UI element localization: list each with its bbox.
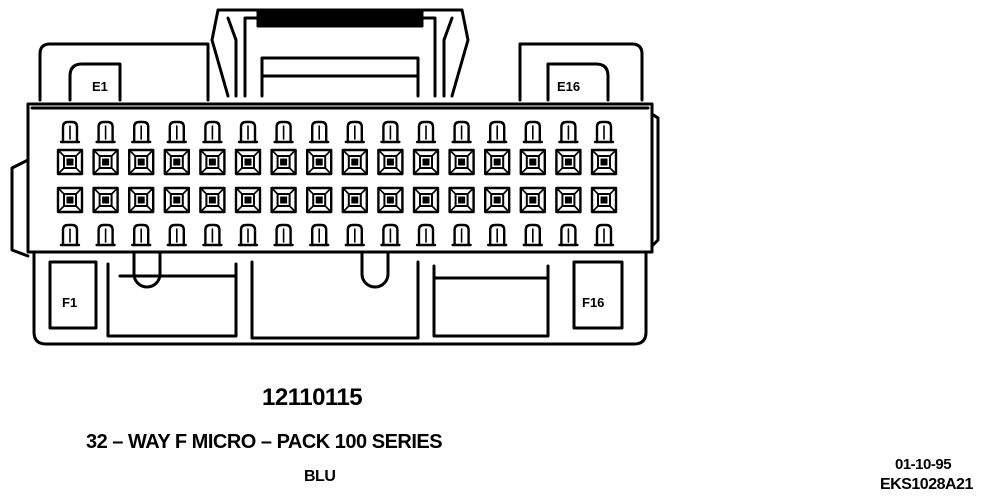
bottom-section: [32, 250, 648, 346]
f-row-cavity: [92, 186, 119, 214]
drawing-code: EKS1028A21: [880, 476, 973, 493]
f-row-slot: [451, 223, 472, 247]
f-row-cavity: [56, 186, 84, 214]
f-row-cavity: [377, 186, 404, 214]
e-row-cavity: [56, 148, 84, 176]
e-row-slot: [487, 120, 508, 144]
f-row-slot: [202, 223, 223, 247]
top-latch: [210, 8, 470, 98]
f-row-cavity: [306, 186, 333, 214]
f-row-cavity: [127, 186, 155, 214]
top-ears: [38, 42, 644, 102]
cavity-label-e1: E1: [92, 79, 108, 94]
f-row-cavity: [555, 186, 582, 214]
f-row-cavity: [590, 186, 618, 214]
cavity-label-e16: E16: [557, 79, 580, 94]
e-row-cavity: [377, 148, 404, 176]
f-row-cavity: [412, 186, 440, 214]
f-row-slot: [237, 223, 259, 247]
f-row-slot: [522, 223, 543, 247]
cavity-label-f1: F1: [62, 295, 77, 310]
e-row-cavity: [484, 148, 511, 176]
e-row-slot: [522, 120, 543, 144]
e-row-cavity: [590, 148, 618, 176]
f-row-slot: [95, 223, 116, 247]
e-row-cavity: [199, 148, 226, 176]
f-row-slot: [415, 223, 437, 247]
f-row-slot: [130, 223, 152, 247]
e-row-slot: [451, 120, 472, 144]
part-number: 12110115: [262, 384, 363, 411]
f-row-slot: [487, 223, 508, 247]
f-row-slot: [593, 223, 615, 247]
e-row-cavity: [163, 148, 191, 176]
e-row-slot: [95, 120, 116, 144]
f-row-slot: [344, 223, 365, 247]
f-row-cavity: [448, 186, 475, 214]
e-row-cavity: [270, 148, 297, 176]
e-row-slot: [273, 120, 294, 144]
e-row-cavity: [519, 148, 546, 176]
e-row-cavity: [341, 148, 368, 176]
f-row-slot: [558, 223, 579, 247]
cavity-label-f16: F16: [582, 295, 604, 310]
f-row-cavity: [199, 186, 226, 214]
e-row-cavity: [92, 148, 119, 176]
e-row-slot: [59, 120, 81, 144]
f-row-slot: [166, 223, 188, 247]
e-row-slot: [558, 120, 579, 144]
f-row-cavity: [163, 186, 191, 214]
f-row-cavity: [519, 186, 546, 214]
f-row-slot: [309, 223, 330, 247]
connector-body: [10, 102, 660, 258]
f-row-slot: [380, 223, 401, 247]
e-row-cavity: [448, 148, 475, 176]
drawing-date: 01-10-95: [895, 456, 952, 473]
e-row-slot: [237, 120, 259, 144]
f-row-cavity: [234, 186, 262, 214]
e-row-cavity: [306, 148, 333, 176]
e-row-slot: [309, 120, 330, 144]
e-row-cavity: [127, 148, 155, 176]
connector-description: 32 – WAY F MICRO – PACK 100 SERIES: [86, 431, 443, 453]
e-row-cavity: [234, 148, 262, 176]
e-row-slot: [202, 120, 223, 144]
e-row-slot: [593, 120, 615, 144]
f-row-slot: [59, 223, 81, 247]
e-row-cavity: [412, 148, 440, 176]
cavity-grid: [56, 120, 618, 247]
e-row-slot: [344, 120, 365, 144]
e-row-slot: [166, 120, 188, 144]
f-row-cavity: [341, 186, 368, 214]
f-row-cavity: [270, 186, 297, 214]
e-row-slot: [380, 120, 401, 144]
e-row-slot: [130, 120, 152, 144]
f-row-cavity: [484, 186, 511, 214]
connector-color: BLU: [304, 468, 336, 485]
f-row-slot: [273, 223, 294, 247]
e-row-cavity: [555, 148, 582, 176]
e-row-slot: [415, 120, 437, 144]
